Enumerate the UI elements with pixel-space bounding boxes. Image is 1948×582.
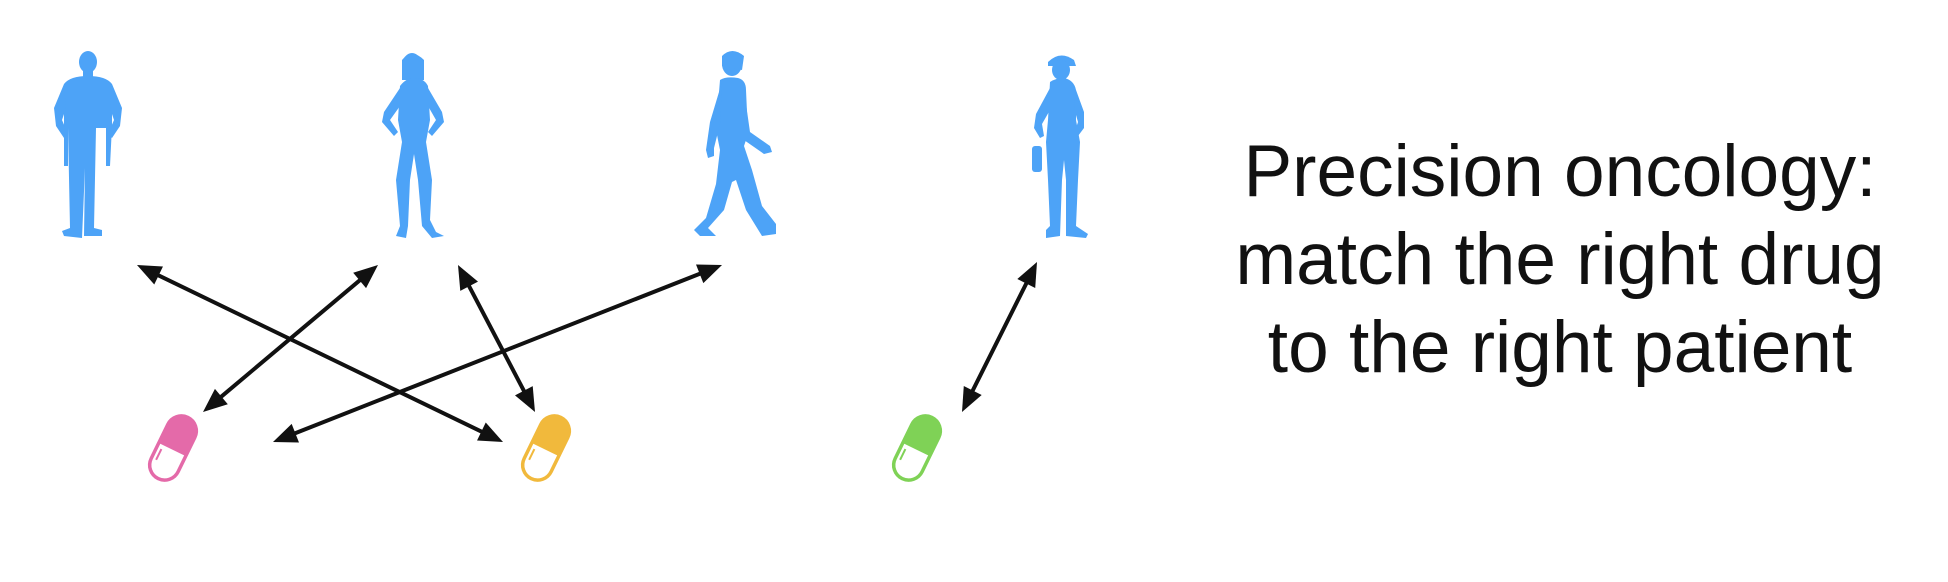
- arrow-patient1-pill-yellow: [152, 271, 488, 436]
- pill-icon: [891, 414, 943, 482]
- arrow-patient2-pill-pink: [215, 275, 366, 402]
- diagram-caption: Precision oncology: match the right drug…: [1180, 128, 1940, 392]
- arrow-patient2-pill-yellow: [464, 280, 529, 397]
- pill-icon: [520, 414, 572, 482]
- arrowhead: [515, 386, 535, 412]
- arrowhead: [458, 265, 478, 291]
- arrowhead: [203, 388, 228, 412]
- arrowhead: [696, 264, 722, 284]
- arrowhead: [273, 423, 299, 443]
- man-standing-icon: [54, 51, 122, 238]
- arrows-group: [137, 262, 1037, 443]
- man-walking-icon: [694, 51, 776, 236]
- woman-standing-icon: [382, 53, 444, 238]
- arrowhead: [477, 422, 503, 442]
- worker-hardhat-icon: [1032, 55, 1088, 238]
- arrow-patient3-pill-pink: [289, 269, 706, 438]
- arrow-patient4-pill-green: [968, 277, 1031, 397]
- arrowhead: [353, 265, 378, 289]
- arrowhead: [1017, 262, 1037, 288]
- caption-line-1: Precision oncology:: [1243, 131, 1877, 212]
- arrowhead: [137, 265, 163, 285]
- caption-line-3: to the right patient: [1267, 307, 1853, 388]
- arrowhead: [962, 386, 982, 412]
- pill-icon: [147, 414, 199, 482]
- caption-line-2: match the right drug: [1235, 219, 1885, 300]
